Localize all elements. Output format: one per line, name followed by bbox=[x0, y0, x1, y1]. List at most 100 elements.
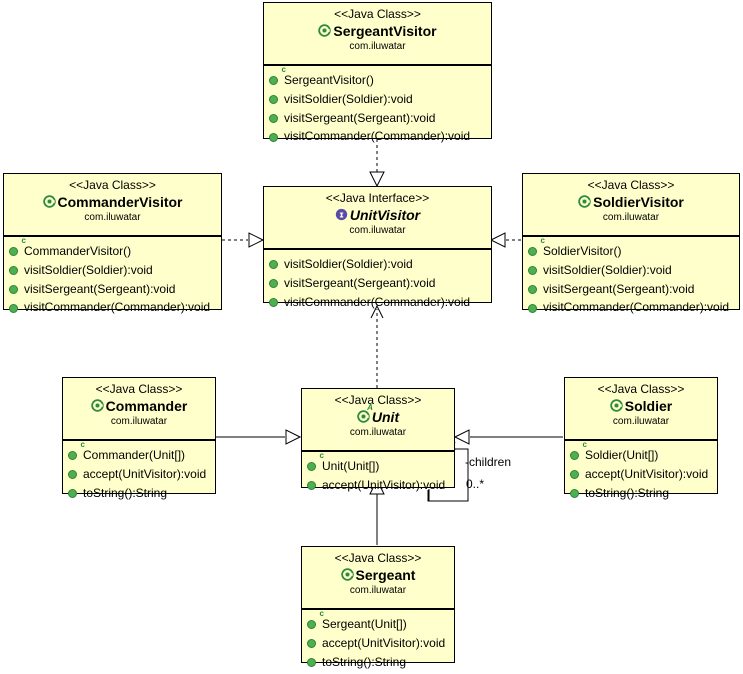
member-row[interactable]: visitCommander(Commander):void bbox=[268, 292, 488, 311]
method-icon bbox=[268, 255, 282, 273]
member-row[interactable]: c Soldier(Unit[]) bbox=[569, 440, 714, 464]
member-row[interactable]: c SoldierVisitor() bbox=[527, 236, 736, 260]
constructor-icon: c bbox=[8, 236, 26, 260]
class-name-row-unit: A Unit bbox=[308, 404, 448, 426]
abstract-superscript: A bbox=[367, 403, 373, 412]
member-label: toString():String bbox=[322, 654, 407, 669]
member-row[interactable]: visitSergeant(Sergeant):void bbox=[268, 273, 488, 292]
member-row[interactable]: accept(UnitVisitor):void bbox=[306, 475, 451, 494]
class-members-unit-visitor: visitSoldier(Soldier):void visitSergeant… bbox=[264, 249, 491, 314]
class-box-commander-visitor[interactable]: <<Java Class>> CommanderVisitor com.iluw… bbox=[3, 173, 222, 314]
member-label: accept(UnitVisitor):void bbox=[322, 477, 446, 492]
member-row[interactable]: visitSoldier(Soldier):void bbox=[268, 89, 488, 108]
constructor-icon: c bbox=[306, 609, 324, 633]
package-label-sergeant: com.iluwatar bbox=[349, 585, 407, 597]
member-row[interactable]: visitCommander(Commander):void bbox=[8, 297, 218, 316]
constructor-icon: c bbox=[569, 440, 587, 464]
edge-label-children-multiplicity: 0..* bbox=[466, 477, 485, 491]
constructor-superscript: c bbox=[540, 235, 545, 245]
member-label: accept(UnitVisitor):void bbox=[585, 466, 709, 481]
member-label: visitSergeant(Sergeant):void bbox=[284, 275, 436, 290]
class-box-soldier-visitor[interactable]: <<Java Class>> SoldierVisitor com.iluwat… bbox=[522, 173, 740, 314]
class-name-commander: Commander bbox=[105, 398, 188, 414]
class-box-unit-visitor[interactable]: <<Java Interface>> UnitVisitor com.iluwa… bbox=[263, 186, 492, 308]
package-label-sergeant-visitor: com.iluwatar bbox=[349, 41, 406, 53]
class-header-soldier-visitor: <<Java Class>> SoldierVisitor com.iluwat… bbox=[523, 174, 739, 236]
stereotype-unit-visitor: <<Java Interface>> bbox=[325, 191, 430, 205]
member-row[interactable]: visitCommander(Commander):void bbox=[268, 126, 488, 145]
member-label: Soldier(Unit[]) bbox=[585, 447, 659, 462]
java-class-icon bbox=[610, 397, 623, 415]
method-icon bbox=[268, 127, 282, 145]
member-row[interactable]: c Unit(Unit[]) bbox=[306, 451, 451, 475]
class-box-soldier[interactable]: <<Java Class>> Soldier com.iluwatar c So… bbox=[564, 377, 718, 499]
method-icon bbox=[306, 652, 320, 670]
class-name-row-soldier-visitor: SoldierVisitor bbox=[529, 193, 733, 211]
relation-commander-unit bbox=[216, 429, 302, 445]
constructor-superscript: c bbox=[582, 439, 587, 449]
java-class-icon bbox=[578, 193, 591, 211]
class-name-commander-visitor: CommanderVisitor bbox=[57, 194, 183, 210]
class-members-commander: c Commander(Unit[]) accept(UnitVisitor):… bbox=[63, 440, 215, 505]
class-box-commander[interactable]: <<Java Class>> Commander com.iluwatar c … bbox=[62, 377, 216, 499]
member-row[interactable]: toString():String bbox=[67, 483, 212, 502]
member-row[interactable]: c Sergeant(Unit[]) bbox=[306, 609, 451, 633]
member-row[interactable]: accept(UnitVisitor):void bbox=[306, 633, 451, 652]
method-icon bbox=[268, 90, 282, 108]
member-label: Unit(Unit[]) bbox=[322, 458, 380, 473]
member-row[interactable]: toString():String bbox=[306, 652, 451, 671]
member-row[interactable]: c CommanderVisitor() bbox=[8, 236, 218, 260]
method-icon bbox=[527, 279, 541, 297]
java-class-abstract-icon: A bbox=[357, 404, 373, 426]
member-row[interactable]: visitSergeant(Sergeant):void bbox=[268, 108, 488, 127]
member-row[interactable]: visitSoldier(Soldier):void bbox=[8, 260, 218, 279]
member-label: visitSoldier(Soldier):void bbox=[543, 262, 672, 277]
member-label: visitSergeant(Sergeant):void bbox=[284, 110, 436, 125]
method-icon bbox=[268, 108, 282, 126]
member-row[interactable]: c Commander(Unit[]) bbox=[67, 440, 212, 464]
member-row[interactable]: visitSergeant(Sergeant):void bbox=[527, 279, 736, 298]
class-name-row-commander-visitor: CommanderVisitor bbox=[10, 193, 215, 211]
member-row[interactable]: visitCommander(Commander):void bbox=[527, 297, 736, 316]
constructor-superscript: c bbox=[281, 64, 286, 74]
member-label: toString():String bbox=[83, 485, 168, 500]
class-box-sergeant-visitor[interactable]: <<Java Class>> SergeantVisitor com.iluwa… bbox=[263, 2, 492, 143]
relation-commandervisitor-unitvisitor bbox=[222, 232, 265, 248]
member-row[interactable]: visitSoldier(Soldier):void bbox=[527, 260, 736, 279]
constructor-superscript: c bbox=[319, 608, 324, 618]
method-icon bbox=[67, 465, 81, 483]
stereotype-unit: <<Java Class>> bbox=[334, 393, 422, 407]
member-label: visitCommander(Commander):void bbox=[24, 300, 211, 315]
class-header-unit-visitor: <<Java Interface>> UnitVisitor com.iluwa… bbox=[264, 187, 491, 249]
java-interface-icon bbox=[335, 206, 348, 224]
class-name-sergeant-visitor: SergeantVisitor bbox=[333, 23, 437, 39]
member-row[interactable]: accept(UnitVisitor):void bbox=[67, 464, 212, 483]
member-label: visitSoldier(Soldier):void bbox=[24, 262, 153, 277]
member-row[interactable]: toString():String bbox=[569, 483, 714, 502]
member-label: accept(UnitVisitor):void bbox=[83, 466, 207, 481]
method-icon bbox=[268, 274, 282, 292]
class-header-unit: <<Java Class>> A Unit com.iluwatar bbox=[302, 389, 454, 451]
class-name-row-commander: Commander bbox=[69, 397, 209, 415]
class-name-sergeant: Sergeant bbox=[355, 567, 416, 583]
class-members-soldier-visitor: c SoldierVisitor() visitSoldier(Soldier)… bbox=[523, 236, 739, 320]
class-box-sergeant[interactable]: <<Java Class>> Sergeant com.iluwatar c S… bbox=[301, 546, 455, 668]
class-box-unit[interactable]: <<Java Class>> A Unit com.iluwatar c bbox=[301, 388, 455, 492]
method-icon bbox=[8, 279, 22, 297]
class-members-soldier: c Soldier(Unit[]) accept(UnitVisitor):vo… bbox=[565, 440, 717, 505]
class-members-sergeant-visitor: c SergeantVisitor() visitSoldier(Soldier… bbox=[264, 65, 491, 149]
class-members-sergeant: c Sergeant(Unit[]) accept(UnitVisitor):v… bbox=[302, 609, 454, 674]
member-row[interactable]: accept(UnitVisitor):void bbox=[569, 464, 714, 483]
member-row[interactable]: visitSergeant(Sergeant):void bbox=[8, 279, 218, 298]
member-row[interactable]: visitSoldier(Soldier):void bbox=[268, 254, 488, 273]
relation-sergeantvisitor-unitvisitor bbox=[369, 139, 385, 188]
method-icon bbox=[527, 298, 541, 316]
member-row[interactable]: c SergeantVisitor() bbox=[268, 65, 488, 89]
constructor-icon: c bbox=[268, 65, 286, 89]
member-label: visitSoldier(Soldier):void bbox=[284, 256, 413, 271]
class-members-commander-visitor: c CommanderVisitor() visitSoldier(Soldie… bbox=[4, 236, 221, 320]
member-label: visitCommander(Commander):void bbox=[284, 294, 471, 309]
member-label: Sergeant(Unit[]) bbox=[322, 616, 407, 631]
class-name-row-soldier: Soldier bbox=[571, 397, 711, 415]
class-header-sergeant: <<Java Class>> Sergeant com.iluwatar bbox=[302, 547, 454, 609]
